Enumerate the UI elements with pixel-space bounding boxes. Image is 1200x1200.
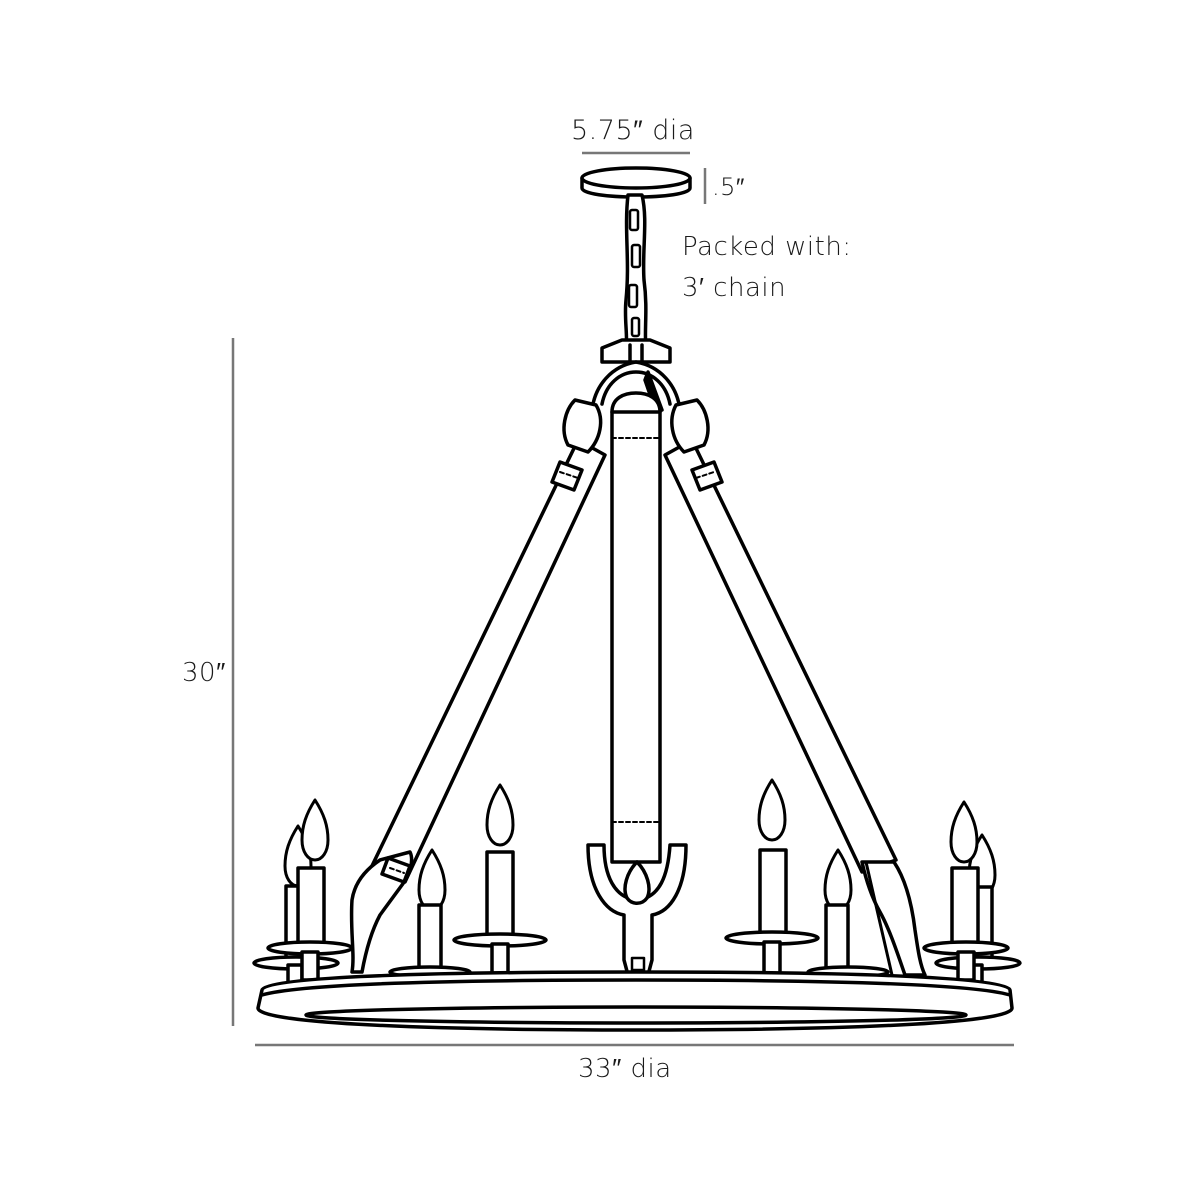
packing-note-line2: 3′ chain (682, 273, 787, 303)
candle-front-left-inner (452, 783, 548, 976)
packing-note-line1: Packed with: (682, 232, 852, 262)
canopy-height-label: .5″ (712, 173, 745, 201)
packing-note: Packed with: 3′ chain (682, 227, 852, 309)
left-arm (349, 398, 607, 974)
right-arm (663, 398, 927, 977)
dimension-lines (231, 151, 1014, 1047)
candle-front-right-outer (922, 800, 1010, 982)
center-column (586, 391, 688, 977)
ring (256, 970, 1014, 1032)
canopy-diameter-label: 5.75″ dia (571, 115, 695, 146)
overall-diameter-label: 33″ dia (578, 1054, 672, 1084)
candle-front-left-outer (266, 798, 354, 982)
candle-front-right-inner (724, 778, 820, 976)
canopy (580, 166, 692, 199)
chain (623, 193, 648, 352)
overall-height-label: 30″ (182, 658, 226, 688)
